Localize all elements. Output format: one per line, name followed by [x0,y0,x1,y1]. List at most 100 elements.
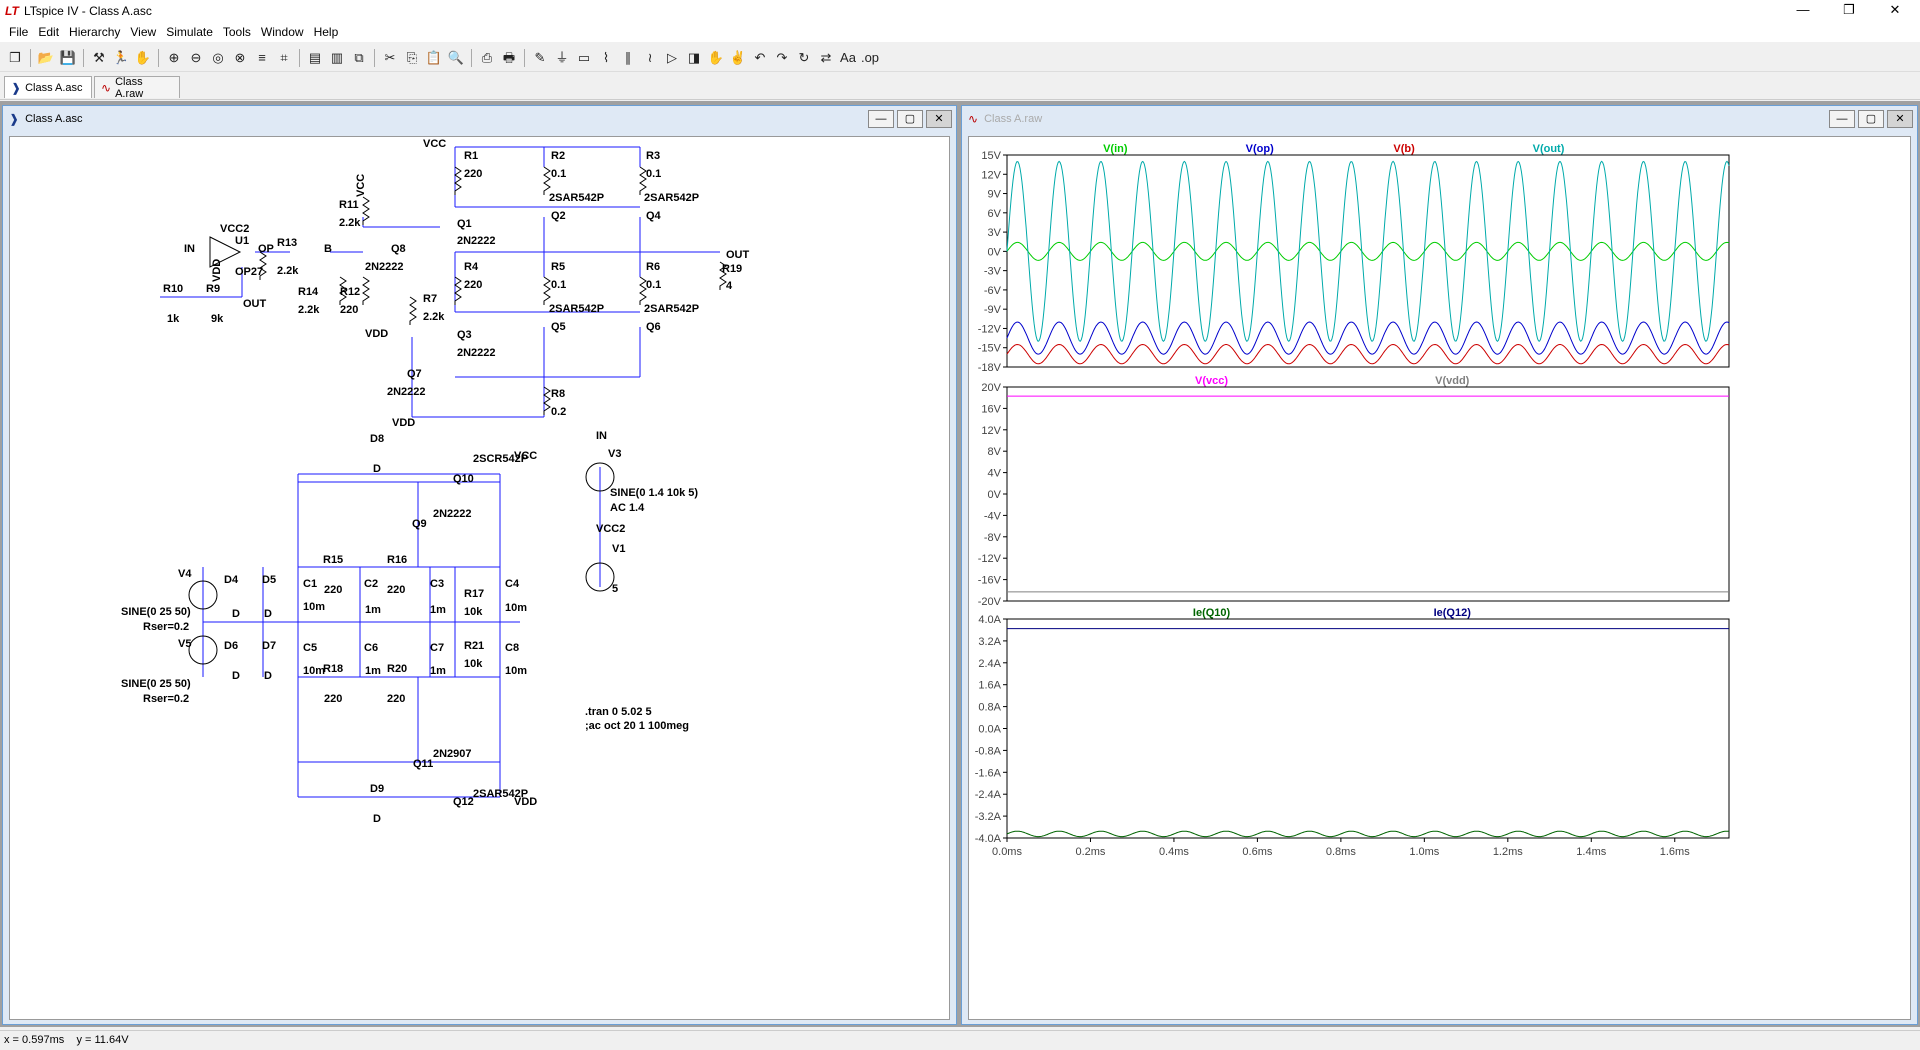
resistor-symbol [362,276,370,305]
schematic-label: D8 [370,433,384,445]
paste-icon[interactable]: 📋 [425,49,443,65]
diode-icon[interactable]: ▷ [667,49,677,65]
schematic-label: R1 [464,150,478,162]
schematic-label: 0.2 [551,406,566,418]
y-tick-label: 4.0A [978,614,1001,626]
plot-pane [1006,386,1730,602]
new-schematic-icon[interactable]: ❐ [9,49,21,65]
trace-label: V(in) [1103,143,1128,155]
y-tick-label: -8V [984,532,1002,544]
copy-icon[interactable]: ⎘ [406,49,418,65]
restore-icon[interactable]: ❐ [1843,2,1855,17]
cut-icon[interactable]: ✂ [384,49,396,65]
menu-file[interactable]: File [9,25,29,39]
ground-icon[interactable]: ⏚ [555,49,569,65]
inductor-icon[interactable]: ≀ [647,49,653,65]
menu-view[interactable]: View [130,25,157,39]
status-bar: x = 0.597ms y = 11.64V [0,1030,1920,1050]
schematic-label: R7 [423,293,437,305]
tile-horizontal-icon[interactable]: ▤ [308,49,322,65]
y-tick-label: -4V [984,510,1002,522]
print-preview-icon[interactable]: ⎙ [481,49,493,65]
component-icon[interactable]: ◨ [687,49,701,65]
close-button[interactable]: ✕ [926,110,952,128]
schematic-label: 0.1 [646,168,661,180]
schematic-label: 220 [324,584,342,596]
resistor-symbol [719,261,727,290]
title-bar: LT LTspice IV - Class A.asc — ❐ ✕ [0,0,1920,22]
halt-icon[interactable]: ✋ [134,49,152,65]
autorange-icon[interactable]: ≡ [258,49,266,65]
maximize-button[interactable]: ▢ [897,110,923,128]
schematic-label: OP [258,243,274,255]
app-title: LTspice IV - Class A.asc [24,4,152,18]
schematic-label: 2SAR542P [644,192,699,204]
waveform-plot[interactable]: 15V12V9V6V3V0V-3V-6V-9V-12V-15V-18VV(in)… [969,137,1910,1019]
close-button[interactable]: ✕ [1887,110,1913,128]
zoom-out-icon[interactable]: ⊖ [190,49,202,65]
minimize-icon[interactable]: — [1796,2,1810,17]
schematic-label: 5 [612,583,618,595]
menu-help[interactable]: Help [313,25,339,39]
cascade-icon[interactable]: ⧉ [354,49,364,65]
tab-class-a-asc[interactable]: ❱Class A.asc [4,76,92,98]
x-tick-label: 1.4ms [1576,846,1606,858]
undo-icon[interactable]: ↶ [754,49,766,65]
y-tick-label: 3V [988,227,1002,239]
maximize-button[interactable]: ▢ [1858,110,1884,128]
toolbar-separator [30,48,31,67]
toolbar-separator [524,48,525,67]
menu-simulate[interactable]: Simulate [166,25,213,39]
spice-directive-icon[interactable]: .op [860,49,880,65]
window-title: Class A.raw [984,113,1043,125]
menu-hierarchy[interactable]: Hierarchy [69,25,121,39]
tile-vertical-icon[interactable]: ▥ [330,49,344,65]
text-icon[interactable]: Aa [840,49,856,65]
schematic-label: 2N2222 [387,386,426,398]
menu-window[interactable]: Window [260,25,304,39]
run-icon[interactable]: 🏃 [112,49,130,65]
y-tick-label: -1.6A [975,767,1002,779]
minimize-button[interactable]: — [868,110,894,128]
find-icon[interactable]: 🔍 [447,49,465,65]
control-panel-icon[interactable]: ⚒ [93,49,105,65]
label-icon[interactable]: ▭ [577,49,591,65]
zoom-in-icon[interactable]: ⊕ [168,49,180,65]
tab-class-a-raw[interactable]: ∿Class A.raw [94,75,180,100]
capacitor-icon[interactable]: ∥ [624,49,632,65]
move-icon[interactable]: ✋ [707,49,725,65]
schematic-drawing[interactable]: VCCR1220R20.1R30.12SAR542PQ22SAR542PQ4Q1… [10,137,949,1019]
mirror-icon[interactable]: ⇄ [820,49,832,65]
rotate-icon[interactable]: ↻ [798,49,810,65]
toolbar-separator [299,48,300,67]
wire-icon[interactable]: ✎ [534,49,546,65]
menu-edit[interactable]: Edit [38,25,60,39]
grid-icon[interactable]: ⌗ [280,49,288,65]
open-icon[interactable]: 📂 [37,49,55,65]
schematic-label: 2N2907 [433,748,472,760]
tab-label: Class A.raw [115,75,144,100]
print-icon[interactable]: 🖶 [502,49,516,65]
tab-bar: ❱Class A.asc ∿Class A.raw [0,74,1920,100]
schematic-label: Q6 [646,321,661,333]
minimize-button[interactable]: — [1829,110,1855,128]
schematic-label: D7 [262,640,276,652]
resistor-icon[interactable]: ⌇ [602,49,610,65]
y-tick-label: 15V [981,150,1001,162]
resistor-symbol [639,276,647,305]
schematic-label: D [232,608,240,620]
y-tick-label: 3.2A [978,636,1001,648]
y-tick-label: 12V [981,425,1001,437]
drag-icon[interactable]: ✌ [729,49,747,65]
menu-tools[interactable]: Tools [222,25,251,39]
schematic-label: R18 [323,663,343,675]
save-icon[interactable]: 💾 [59,49,77,65]
zoom-cancel-icon[interactable]: ⊗ [234,49,246,65]
zoom-fit-icon[interactable]: ◎ [212,49,224,65]
close-icon[interactable]: ✕ [1889,2,1901,17]
schematic-label: VCC [355,174,367,197]
redo-icon[interactable]: ↷ [776,49,788,65]
